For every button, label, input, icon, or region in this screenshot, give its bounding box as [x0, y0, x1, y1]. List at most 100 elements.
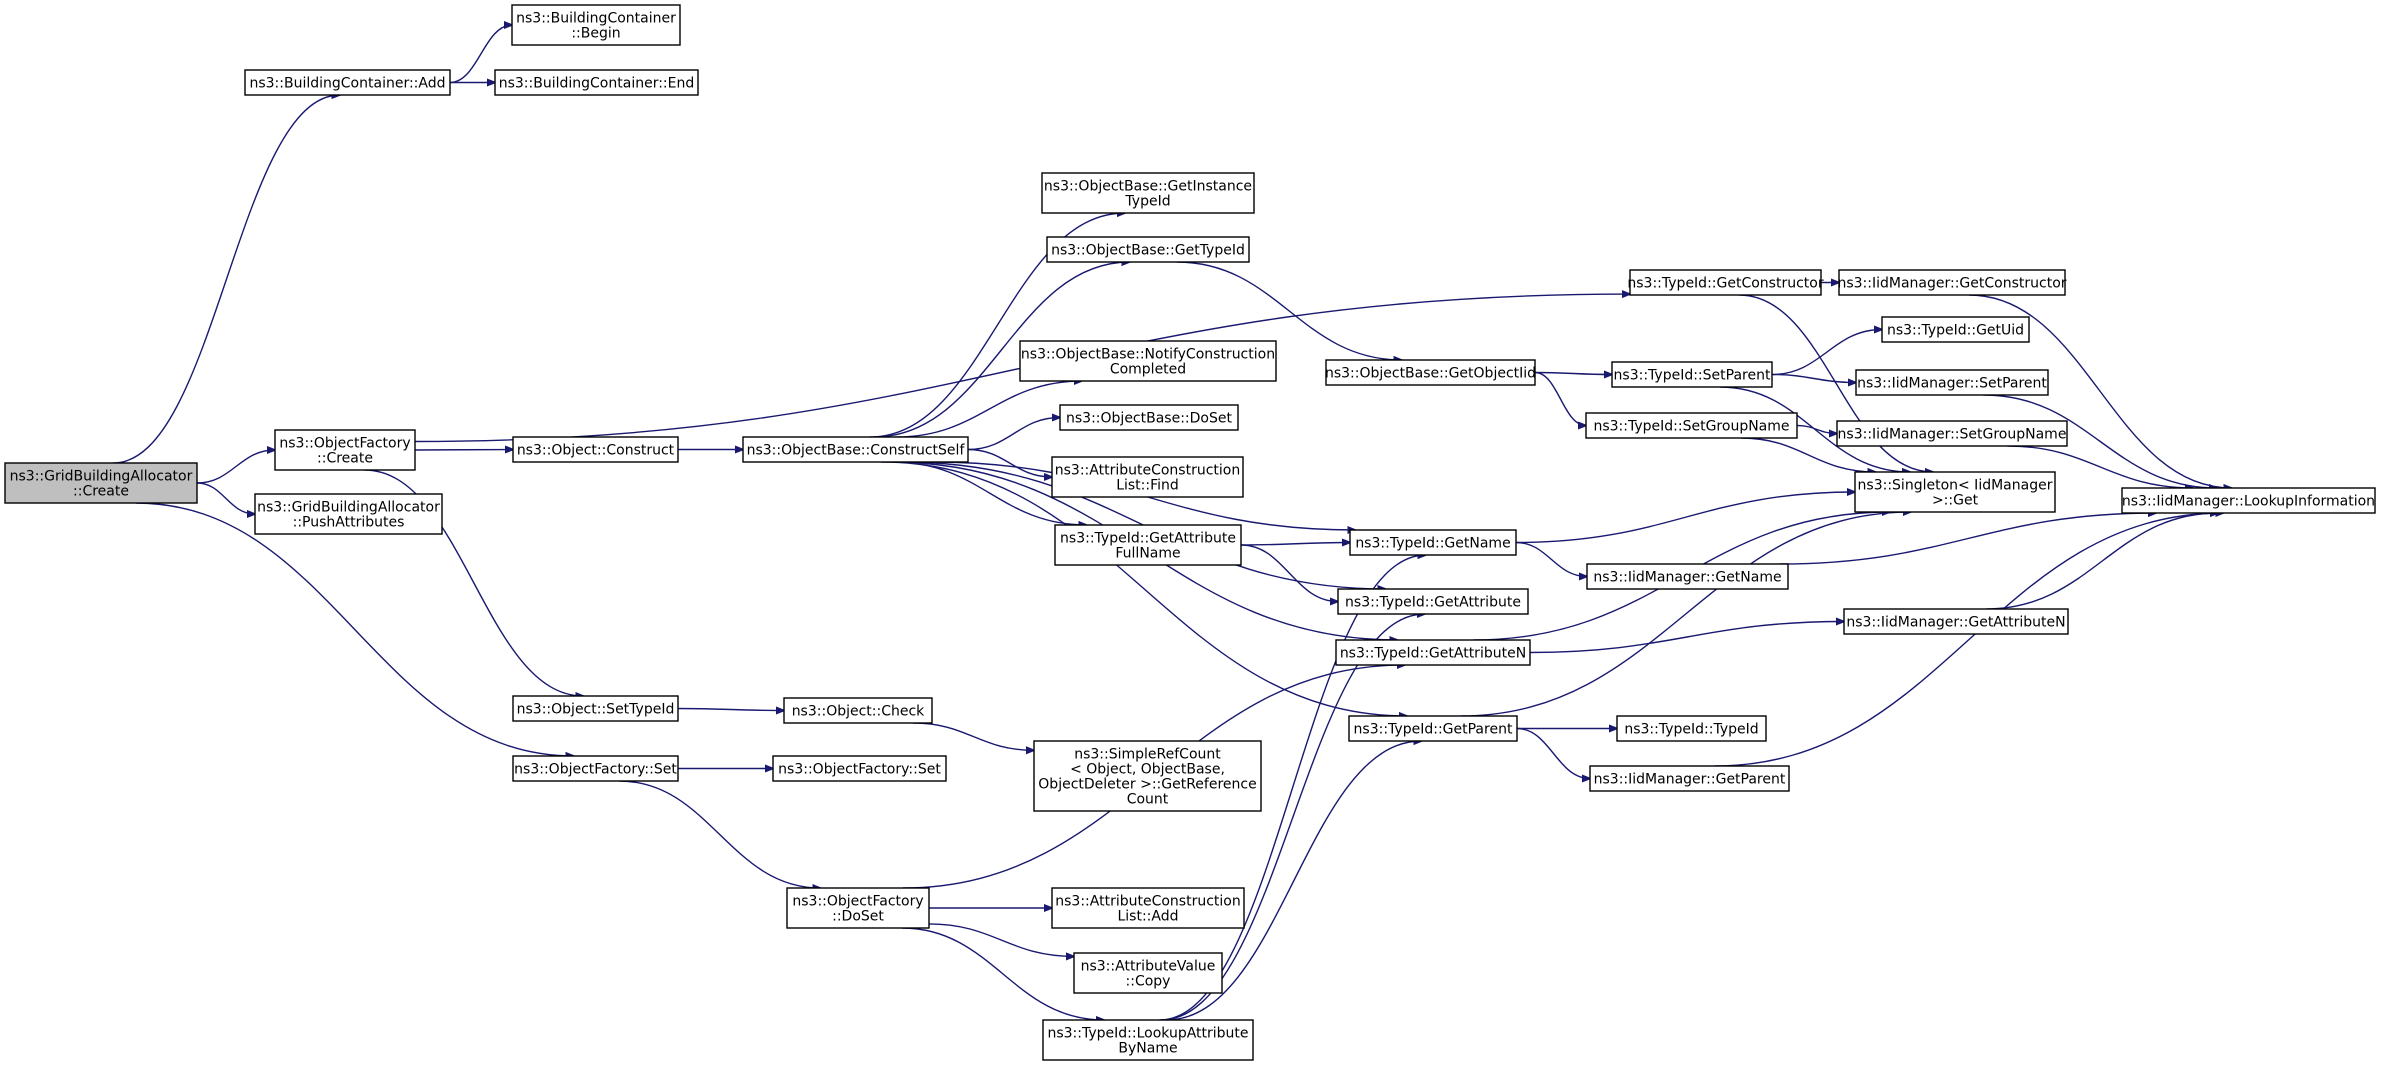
node-label-line: >::Get [1932, 493, 1979, 509]
node-box [1855, 369, 2049, 396]
edge-iid_setgroupname-to-iid_lookupinfo [2007, 445, 2193, 488]
node-box [1054, 524, 1242, 566]
node-label-line: ::DoSet [832, 909, 884, 925]
node-of-set[interactable]: ns3::ObjectFactory::Set [512, 755, 679, 782]
node-label-line: ns3::ObjectFactory::Set [778, 762, 941, 778]
nodes-layer: ns3::GridBuildingAllocator::Create ns3::B… [4, 4, 2376, 1061]
node-ob-gettypeid[interactable]: ns3::ObjectBase::GetTypeId [1046, 236, 1250, 263]
node-ob-getobjectiid[interactable]: ns3::ObjectBase::GetObjectIid [1325, 359, 1536, 386]
node-label-line: ns3::TypeId::GetAttribute [1060, 531, 1236, 547]
node-label-line: ns3::IidManager::GetParent [1594, 772, 1786, 788]
node-label-line: TypeId [1124, 194, 1170, 210]
node-bc-end[interactable]: ns3::BuildingContainer::End [494, 69, 699, 96]
node-of-doset[interactable]: ns3::ObjectFactory::DoSet [786, 887, 930, 929]
node-box [274, 429, 416, 471]
node-bc-add[interactable]: ns3::BuildingContainer::Add [244, 69, 451, 96]
node-box [1325, 359, 1536, 386]
node-label-line: Completed [1110, 362, 1186, 378]
node-iid-setgroupname[interactable]: ns3::IidManager::SetGroupName [1836, 420, 2068, 447]
node-label-line: ns3::BuildingContainer::Add [249, 76, 445, 92]
node-iid-getattributen[interactable]: ns3::IidManager::GetAttributeN [1843, 608, 2069, 635]
node-box [1838, 269, 2066, 296]
node-ob-doset[interactable]: ns3::ObjectBase::DoSet [1059, 404, 1239, 431]
node-label-line: ns3::TypeId::GetAttribute [1345, 595, 1521, 611]
edge-tid_getattrfull-to-tid_getattribute [1240, 544, 1338, 602]
node-box [742, 436, 969, 463]
edge-ob_constructself-to-ob_doset [967, 418, 1060, 451]
node-label-line: ns3::Object::Construct [517, 443, 675, 459]
node-iid-getname[interactable]: ns3::IidManager::GetName [1586, 563, 1789, 590]
node-tid-setparent[interactable]: ns3::TypeId::SetParent [1611, 361, 1773, 388]
node-gba-push[interactable]: ns3::GridBuildingAllocator::PushAttribut… [254, 493, 443, 535]
node-box [1881, 316, 2030, 343]
node-box [511, 4, 681, 46]
node-box [244, 69, 451, 96]
edge-iid_getconstructor-to-iid_lookupinfo [1968, 294, 2231, 488]
node-ob-notify[interactable]: ns3::ObjectBase::NotifyConstructionCompl… [1019, 340, 1277, 382]
node-root[interactable]: ns3::GridBuildingAllocator::Create [4, 462, 198, 504]
node-tid-getattribute[interactable]: ns3::TypeId::GetAttribute [1337, 588, 1529, 615]
node-box [512, 436, 679, 463]
edge-tid_getparent-to-iid_getparent [1516, 727, 1590, 779]
node-box [1629, 269, 1822, 296]
node-label-line: FullName [1115, 546, 1180, 562]
node-iid-getparent[interactable]: ns3::IidManager::GetParent [1589, 765, 1790, 792]
edge-ob_constructself-to-acl_find [967, 448, 1052, 478]
node-label-line: List::Add [1117, 909, 1178, 925]
node-obj-construct[interactable]: ns3::Object::Construct [512, 436, 679, 463]
node-iid-getconstructor[interactable]: ns3::IidManager::GetConstructor [1837, 269, 2067, 296]
node-iid-setparent[interactable]: ns3::IidManager::SetParent [1855, 369, 2049, 396]
node-box [512, 755, 679, 782]
node-label-line: ns3::ObjectBase::GetTypeId [1051, 243, 1245, 259]
node-label-line: ::Copy [1126, 974, 1171, 990]
node-label-line: < Object, ObjectBase, [1070, 762, 1225, 778]
edge-tid_lookupattr-to-tid_getparent [1166, 741, 1421, 1021]
edge-tid_setparent-to-iid_setparent [1771, 373, 1856, 383]
node-tid-setgroupname[interactable]: ns3::TypeId::SetGroupName [1585, 412, 1798, 439]
node-box [1586, 563, 1789, 590]
edge-iid_getattributen-to-iid_lookupinfo [1986, 513, 2218, 610]
node-of-set2[interactable]: ns3::ObjectFactory::Set [772, 755, 947, 782]
node-label-line: ::Begin [571, 26, 620, 42]
node-ob-constructself[interactable]: ns3::ObjectBase::ConstructSelf [742, 436, 969, 463]
node-obj-check[interactable]: ns3::Object::Check [783, 697, 933, 724]
node-label-line: ns3::ObjectFactory [279, 436, 410, 452]
node-iid-lookupinfo[interactable]: ns3::IidManager::LookupInformation [2121, 487, 2376, 514]
node-tid-getattributen[interactable]: ns3::TypeId::GetAttributeN [1335, 639, 1531, 666]
node-tid-getuid[interactable]: ns3::TypeId::GetUid [1881, 316, 2030, 343]
edge-tid_setparent-to-tid_getuid [1771, 330, 1882, 376]
node-label-line: ns3::SimpleRefCount [1074, 747, 1221, 763]
edge-tid_lookupattr-to-tid_getname [1159, 555, 1425, 1021]
node-label-line: ns3::ObjectFactory::Set [514, 762, 677, 778]
node-label-line: ns3::ObjectBase::NotifyConstruction [1021, 347, 1275, 363]
node-obj-settypeid[interactable]: ns3::Object::SetTypeId [512, 695, 679, 722]
node-box [1843, 608, 2069, 635]
node-label-line: ns3::AttributeValue [1081, 959, 1216, 975]
node-tid-typeid[interactable]: ns3::TypeId::TypeId [1616, 715, 1767, 742]
node-singleton-get[interactable]: ns3::Singleton< IidManager>::Get [1854, 471, 2056, 513]
node-label-line: ns3::AttributeConstruction [1055, 463, 1240, 479]
edge-of_create-to-obj_settypeid [364, 469, 583, 696]
node-label-line: ns3::ObjectBase::GetInstance [1044, 179, 1252, 195]
node-tid-getparent[interactable]: ns3::TypeId::GetParent [1348, 715, 1518, 742]
node-box [1337, 588, 1529, 615]
node-av-copy[interactable]: ns3::AttributeValue::Copy [1073, 952, 1223, 994]
node-src-getrefcount[interactable]: ns3::SimpleRefCount< Object, ObjectBase,… [1033, 740, 1262, 812]
node-of-create[interactable]: ns3::ObjectFactory::Create [274, 429, 416, 471]
node-label-line: ns3::TypeId::LookupAttribute [1047, 1026, 1248, 1042]
node-bc-begin[interactable]: ns3::BuildingContainer::Begin [511, 4, 681, 46]
edge-tid_getattributen-to-iid_getattributen [1529, 622, 1844, 654]
node-box [783, 697, 933, 724]
edge-iid_getname-to-iid_lookupinfo [1779, 513, 2156, 565]
edge-tid_getattrfull-to-tid_getname [1240, 543, 1350, 546]
node-box [1335, 639, 1531, 666]
edge-tid_setgroupname-to-singleton_get [1741, 437, 1876, 472]
node-tid-getconstructor[interactable]: ns3::TypeId::GetConstructor [1627, 269, 1824, 296]
node-tid-getname[interactable]: ns3::TypeId::GetName [1349, 529, 1517, 556]
node-label-line: ::Create [317, 451, 373, 467]
